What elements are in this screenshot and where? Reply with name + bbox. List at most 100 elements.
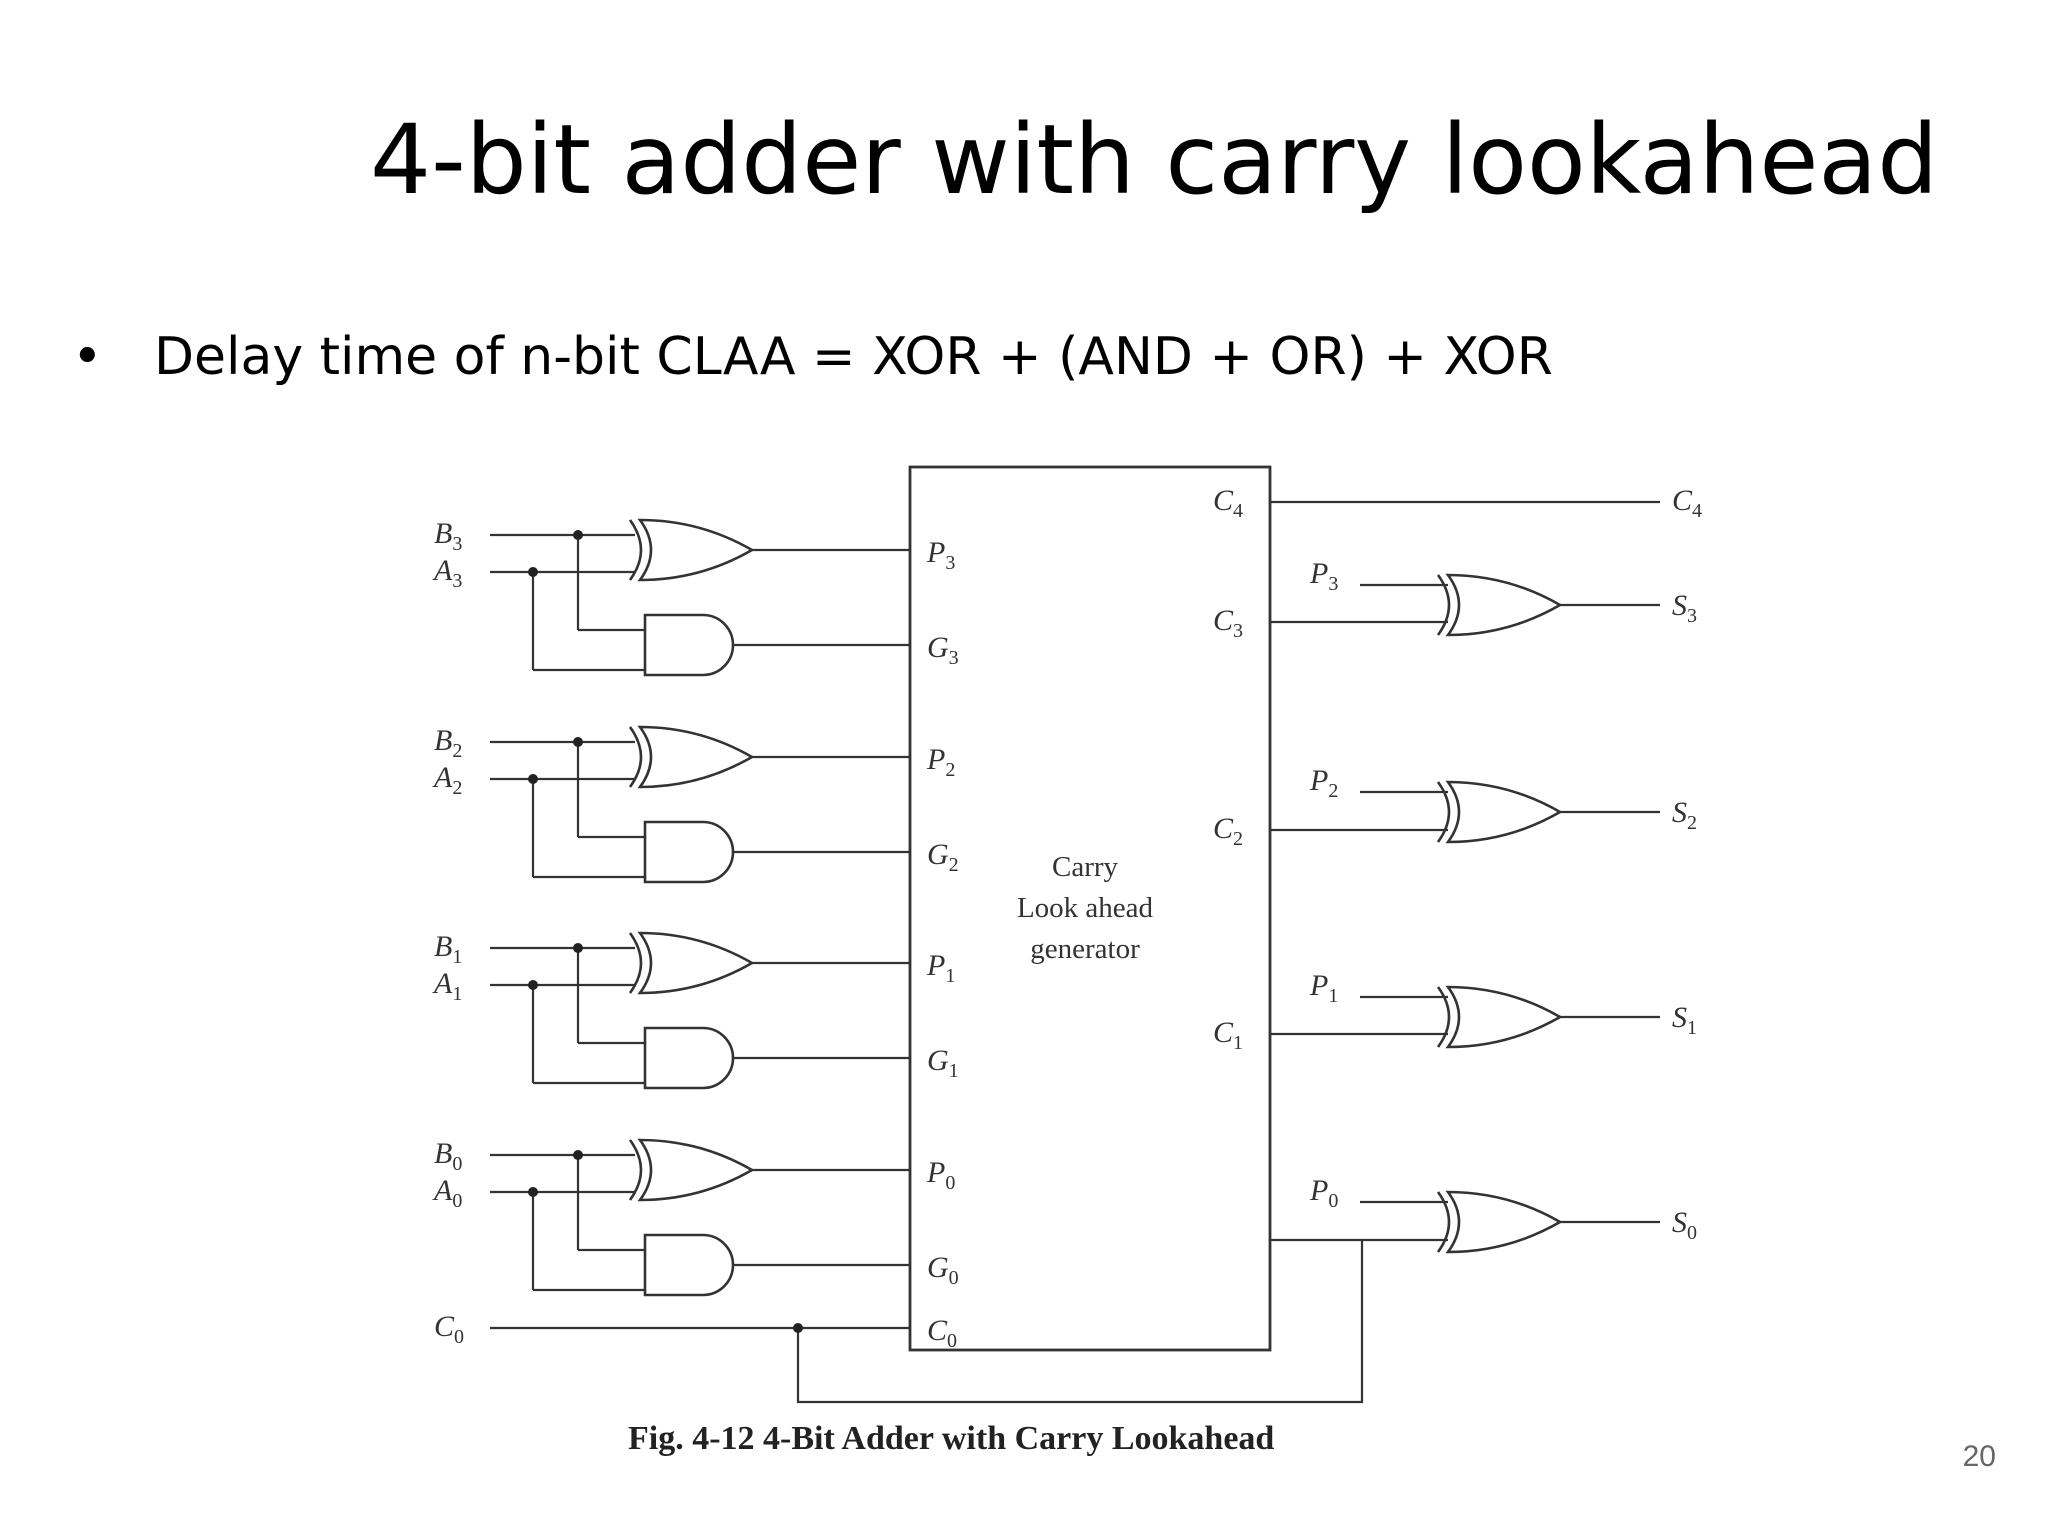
label-block-c4-letter: C — [1213, 484, 1234, 517]
label-c4-output-letter: C — [1672, 484, 1693, 517]
and-body — [643, 1233, 735, 1297]
xor-gate-s1 — [1436, 985, 1563, 1049]
label-block-c2-letter: C — [1213, 812, 1234, 845]
label-b1-index: 1 — [452, 946, 462, 968]
label-sum-p0-letter: P — [1309, 1174, 1328, 1207]
label-b0: B0 — [434, 1137, 462, 1175]
label-s3-index: 3 — [1687, 605, 1697, 627]
and-body — [643, 820, 735, 884]
and-gate-g2 — [643, 820, 735, 884]
label-block-c3: C3 — [1213, 604, 1243, 642]
label-block-g2-letter: G — [927, 838, 949, 871]
label-b1: B1 — [434, 930, 462, 968]
label-sum-p3-letter: P — [1309, 557, 1328, 590]
junction-dot — [528, 774, 538, 784]
label-block-p1-letter: P — [926, 949, 945, 982]
label-block-g3: G3 — [927, 631, 959, 669]
label-s3: S3 — [1672, 589, 1697, 627]
label-s0: S0 — [1672, 1206, 1697, 1244]
label-block-g1-index: 1 — [949, 1060, 959, 1082]
label-b2: B2 — [434, 724, 462, 762]
label-block-c4-index: 4 — [1233, 500, 1243, 522]
label-s3-letter: S — [1672, 589, 1687, 622]
label-sum-p1: P1 — [1309, 969, 1338, 1007]
xor-back-curve — [1436, 986, 1451, 1048]
label-b0-index: 0 — [452, 1153, 462, 1175]
xor-back-curve — [628, 1139, 643, 1201]
label-block-c2-index: 2 — [1233, 828, 1243, 850]
label-s2-index: 2 — [1687, 812, 1697, 834]
xor-back-curve — [628, 519, 643, 581]
label-a0-letter: A — [432, 1174, 453, 1207]
xor-gate-p1 — [628, 931, 755, 995]
junction-dot — [573, 943, 583, 953]
label-a2: A2 — [432, 761, 462, 799]
label-block-g3-index: 3 — [949, 647, 959, 669]
carry-lookahead-block — [908, 465, 1272, 1352]
and-gate-g3 — [643, 613, 735, 677]
label-block-c4: C4 — [1213, 484, 1243, 522]
label-block-p0-letter: P — [926, 1156, 945, 1189]
label-b3-letter: B — [434, 517, 452, 550]
label-a3-letter: A — [432, 554, 453, 587]
bullet-dot-icon: • — [72, 327, 103, 387]
label-sum-p3-index: 3 — [1328, 573, 1338, 595]
label-block-p2: P2 — [926, 743, 955, 781]
label-block-c0-letter: C — [927, 1314, 948, 1347]
slide-title: 4-bit adder with carry lookahead — [370, 104, 1939, 216]
label-block-p0: P0 — [926, 1156, 955, 1194]
label-block-p0-index: 0 — [945, 1172, 955, 1194]
label-block-p2-letter: P — [926, 743, 945, 776]
junction-dot — [573, 530, 583, 540]
label-a0: A0 — [432, 1174, 462, 1212]
label-a3: A3 — [432, 554, 462, 592]
label-block-c3-letter: C — [1213, 604, 1234, 637]
xor-body — [1445, 573, 1563, 637]
xor-body — [637, 725, 755, 789]
label-block-c1-index: 1 — [1233, 1032, 1243, 1054]
label-block-g0-index: 0 — [949, 1267, 959, 1289]
label-block-p3-index: 3 — [945, 552, 955, 574]
label-b2-index: 2 — [452, 740, 462, 762]
block-label-line: generator — [1030, 933, 1140, 965]
label-sum-p0-index: 0 — [1328, 1190, 1338, 1212]
label-block-g0: G0 — [927, 1251, 959, 1289]
xor-body — [1445, 985, 1563, 1049]
label-b0-letter: B — [434, 1137, 452, 1170]
xor-back-curve — [1436, 781, 1451, 843]
label-block-c0-index: 0 — [947, 1330, 957, 1352]
label-a1-letter: A — [432, 967, 453, 1000]
junction-dot — [573, 1150, 583, 1160]
label-c0-input-letter: C — [434, 1310, 455, 1343]
label-sum-p0: P0 — [1309, 1174, 1338, 1212]
label-sum-p2-letter: P — [1309, 764, 1328, 797]
c0-feedback-wire — [796, 1240, 1364, 1404]
label-b1-letter: B — [434, 930, 452, 963]
xor-back-curve — [628, 932, 643, 994]
xor-back-curve — [1436, 1191, 1451, 1253]
label-block-g2-index: 2 — [949, 854, 959, 876]
and-body — [643, 1026, 735, 1090]
xor-gate-s2 — [1436, 780, 1563, 844]
label-c4-output-index: 4 — [1692, 500, 1702, 522]
xor-body — [637, 1138, 755, 1202]
label-a2-letter: A — [432, 761, 453, 794]
junction-dot — [528, 980, 538, 990]
label-s0-letter: S — [1672, 1206, 1687, 1239]
xor-back-curve — [1436, 574, 1451, 636]
label-sum-p1-letter: P — [1309, 969, 1328, 1002]
xor-gate-p0 — [628, 1138, 755, 1202]
label-sum-p1-index: 1 — [1328, 985, 1338, 1007]
label-s0-index: 0 — [1687, 1222, 1697, 1244]
page-number: 20 — [1962, 1440, 1996, 1473]
label-block-p3: P3 — [926, 536, 955, 574]
label-sum-p2-index: 2 — [1328, 780, 1338, 802]
label-block-c2: C2 — [1213, 812, 1243, 850]
xor-body — [1445, 1190, 1563, 1254]
block-label-line: Look ahead — [1017, 892, 1154, 924]
label-s2: S2 — [1672, 796, 1697, 834]
label-block-p1-index: 1 — [945, 965, 955, 987]
and-gate-g1 — [643, 1026, 735, 1090]
label-b3-index: 3 — [452, 533, 462, 555]
